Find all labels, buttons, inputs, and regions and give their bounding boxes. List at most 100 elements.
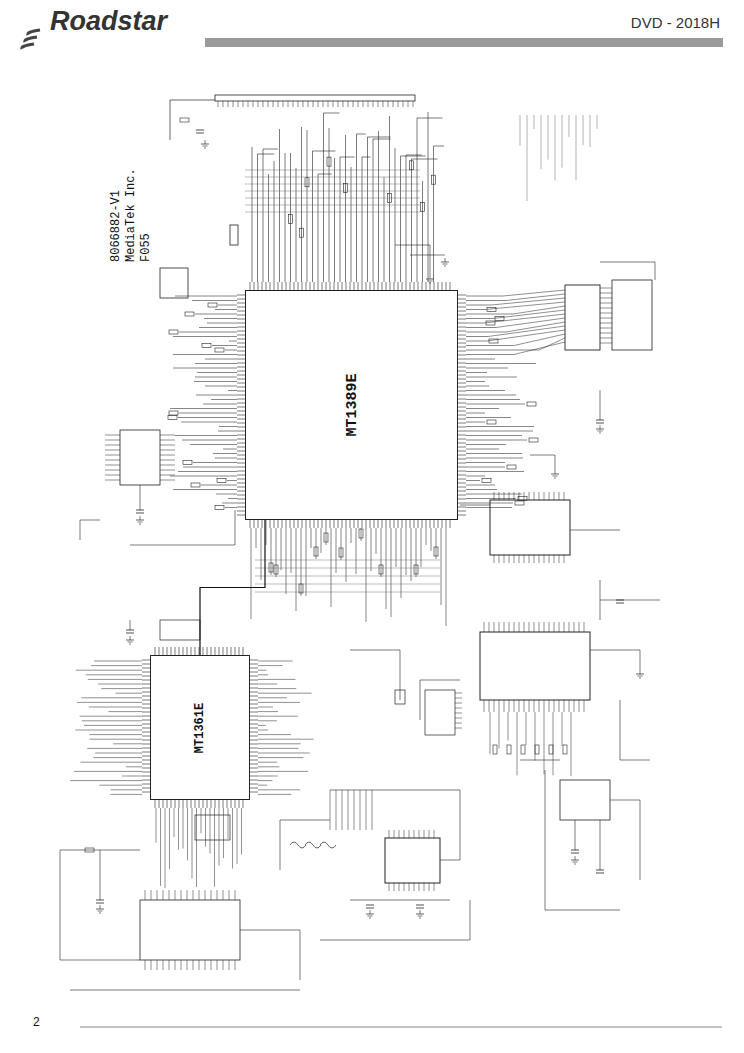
wire xyxy=(554,478,556,479)
wire xyxy=(466,386,489,387)
wire xyxy=(414,282,415,290)
wire xyxy=(155,800,156,808)
wire xyxy=(584,622,585,632)
wire xyxy=(237,808,238,864)
wire xyxy=(466,336,488,337)
wire xyxy=(418,520,419,528)
wire xyxy=(111,789,142,790)
resistor-symbol xyxy=(324,533,328,542)
component xyxy=(560,780,610,820)
wire xyxy=(105,435,120,436)
wire xyxy=(278,101,279,107)
wire xyxy=(142,748,150,749)
wire xyxy=(455,698,462,699)
wire xyxy=(160,440,175,441)
wire xyxy=(195,363,237,364)
wire xyxy=(237,327,245,328)
wire xyxy=(204,148,206,149)
wire xyxy=(95,753,142,754)
wire xyxy=(250,708,258,709)
wire xyxy=(334,158,335,282)
wire xyxy=(160,445,175,446)
wire xyxy=(250,712,258,713)
wire xyxy=(514,555,515,563)
wire xyxy=(237,471,245,472)
resistor-symbol xyxy=(563,745,567,754)
wire xyxy=(266,528,267,545)
wire xyxy=(258,748,298,749)
wire xyxy=(367,137,368,282)
wire xyxy=(205,808,206,847)
wire xyxy=(458,415,466,416)
resistor-symbol xyxy=(215,348,224,352)
wire xyxy=(187,960,188,970)
wire xyxy=(142,792,150,793)
wire xyxy=(100,850,101,900)
chip-label: MT1361E xyxy=(193,702,207,752)
wire xyxy=(250,680,258,681)
wire xyxy=(400,650,401,700)
wire xyxy=(318,174,332,175)
wire xyxy=(574,622,575,632)
wire xyxy=(250,792,258,793)
wire xyxy=(534,115,535,129)
wire xyxy=(382,520,383,528)
wire xyxy=(87,748,142,749)
resistor-symbol xyxy=(421,202,425,211)
wire xyxy=(348,101,349,107)
wire xyxy=(253,101,254,107)
wire xyxy=(426,279,434,280)
wire xyxy=(458,299,466,300)
inductor-symbol xyxy=(320,842,336,848)
resistor-symbol xyxy=(507,465,516,469)
wire xyxy=(494,622,495,632)
wire xyxy=(539,338,565,350)
wire xyxy=(331,528,332,607)
model-title: DVD - 2018H xyxy=(631,15,720,30)
wire xyxy=(255,576,440,577)
wire xyxy=(430,282,431,290)
wire xyxy=(237,367,245,368)
wire xyxy=(394,830,395,838)
wire xyxy=(373,139,374,282)
wire xyxy=(509,555,510,563)
wire xyxy=(569,700,570,712)
wire xyxy=(484,700,485,712)
resistor-symbol xyxy=(414,565,418,574)
wire xyxy=(323,101,324,107)
wire xyxy=(237,427,245,428)
wire xyxy=(382,282,383,290)
wire xyxy=(524,700,525,712)
chip-label: MT1389E xyxy=(343,373,360,436)
wire xyxy=(113,743,142,744)
wire xyxy=(466,440,527,441)
wire xyxy=(429,830,430,838)
wire xyxy=(205,359,237,360)
wire xyxy=(91,665,142,666)
wire xyxy=(201,144,209,145)
wire xyxy=(142,712,150,713)
wire xyxy=(466,489,497,490)
ic-package xyxy=(480,632,590,700)
wire xyxy=(458,295,466,296)
wire xyxy=(458,471,466,472)
wire xyxy=(426,282,427,290)
wire xyxy=(237,511,245,512)
resistor-symbol xyxy=(487,420,496,424)
wire xyxy=(466,485,495,486)
wire xyxy=(237,467,245,468)
wire xyxy=(442,520,443,528)
wire xyxy=(610,800,640,801)
wire xyxy=(422,282,423,290)
wire xyxy=(655,262,656,280)
wire xyxy=(346,520,347,528)
wire xyxy=(237,335,245,336)
wire xyxy=(294,520,295,528)
wire xyxy=(182,440,237,441)
wire xyxy=(270,282,271,290)
wire xyxy=(368,916,373,917)
wire xyxy=(258,702,300,703)
wire xyxy=(258,674,268,675)
wire xyxy=(142,788,150,789)
header-bar xyxy=(205,38,723,47)
